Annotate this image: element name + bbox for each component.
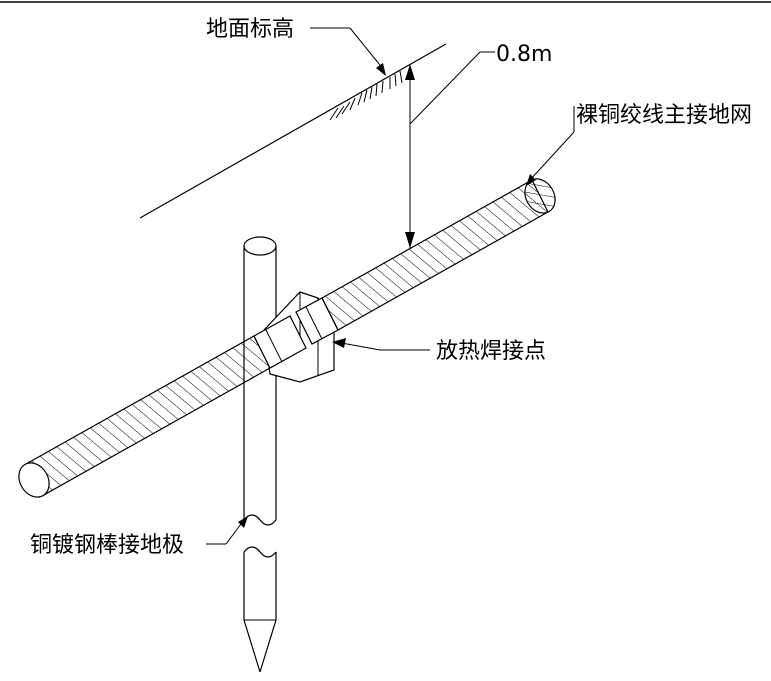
main-conductor: [18, 178, 556, 498]
ground-level-leader: [310, 27, 386, 76]
ground-surface: [139, 43, 447, 219]
ground-rod: [243, 236, 277, 673]
weld-point-label: 放热焊接点: [436, 339, 546, 364]
depth-label: 0.8m: [496, 42, 552, 67]
ground-level-label: 地面标高: [206, 17, 294, 42]
ground-rod-leader: [206, 516, 248, 545]
ground-rod-label: 铜镀钢棒接地极: [30, 533, 184, 558]
main-grid-label: 裸铜绞线主接地网: [576, 103, 752, 128]
weld-point-leader: [332, 338, 430, 351]
depth-dimension: [405, 51, 495, 248]
main-grid-leader: [526, 106, 575, 186]
